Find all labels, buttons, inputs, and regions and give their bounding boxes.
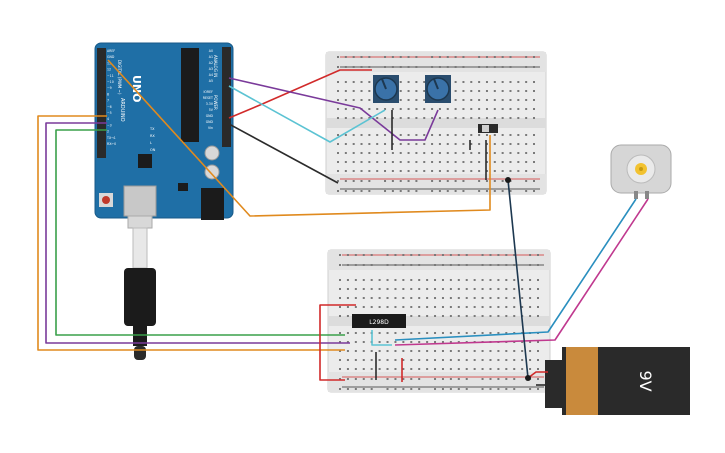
dc-motor[interactable] xyxy=(610,144,672,199)
power-pin-label: GND xyxy=(206,120,214,124)
power-pin-label: RESET xyxy=(203,96,213,100)
usb-cable xyxy=(124,215,156,360)
wire-red-battery[interactable] xyxy=(527,371,548,379)
digital-pin-label: ~3 xyxy=(107,123,112,127)
wire-purple-d10[interactable] xyxy=(45,122,350,344)
analog-pin-label: A3 xyxy=(209,67,213,71)
digital-pin-label: AREF xyxy=(107,49,115,53)
wire-orange-pin[interactable] xyxy=(107,59,491,217)
digital-pin-label: 13 xyxy=(107,61,111,65)
wire-blue-motor[interactable] xyxy=(394,198,637,341)
wire-cyan-bot[interactable] xyxy=(371,330,392,346)
wire-green-d11[interactable] xyxy=(55,129,345,336)
power-pin-label: 5V xyxy=(209,108,214,112)
board-brand: ARDUINO xyxy=(119,98,125,122)
wire-black-gnd-top[interactable] xyxy=(228,123,339,184)
potentiometer-2[interactable] xyxy=(425,75,451,103)
digital-pin-label: ~11 xyxy=(107,74,114,78)
analog-pin-label: A5 xyxy=(209,79,213,83)
power-pin-label: Vin xyxy=(208,126,213,130)
digital-pin-label: TX→1 xyxy=(106,136,116,140)
power-label: POWER xyxy=(213,95,218,110)
analog-pin-label: A0 xyxy=(209,49,213,53)
board-led-label: RX xyxy=(150,134,155,138)
usb-port xyxy=(123,185,157,217)
breadboard-bottom[interactable] xyxy=(327,249,551,393)
digital-label: DIGITAL (PWM ~) xyxy=(117,60,122,95)
battery-9v: 9V xyxy=(545,347,690,415)
board-model: UNO xyxy=(130,75,143,103)
board-led-label: TX xyxy=(149,127,155,131)
digital-pin-label: ~5 xyxy=(107,111,112,115)
digital-pin-label: GND xyxy=(107,55,115,59)
wire-junction xyxy=(505,177,511,183)
wire-red-bot-left[interactable] xyxy=(319,304,356,381)
digital-pin-label: ~9 xyxy=(107,86,112,90)
digital-pin-label: 7 xyxy=(107,99,109,103)
power-header[interactable] xyxy=(97,48,106,118)
wire-black-vertical-top[interactable] xyxy=(391,110,487,180)
board-led-label: L xyxy=(150,141,152,145)
wire-magenta-motor[interactable] xyxy=(394,198,649,346)
board-led-label: ON xyxy=(150,148,156,152)
battery-label: 9V xyxy=(636,370,655,391)
power-pin-label: 3.3V xyxy=(206,102,214,106)
chip-label: L298D xyxy=(369,319,389,326)
power-jack xyxy=(201,188,224,220)
digital-pin-label: ~6 xyxy=(107,105,112,109)
analog-pin-label: A2 xyxy=(209,61,213,65)
analog-label: ANALOG IN xyxy=(213,55,218,77)
reset-button[interactable] xyxy=(102,196,110,204)
digital-header[interactable] xyxy=(222,47,231,147)
potentiometer-1[interactable] xyxy=(373,75,399,103)
wire-purple-a0[interactable] xyxy=(228,77,439,141)
atmega-chip xyxy=(181,48,199,142)
wire-navy-switch[interactable] xyxy=(507,179,529,379)
wire-cyan-a1[interactable] xyxy=(228,85,386,143)
wire-orange-d9[interactable] xyxy=(37,115,345,351)
digital-pin-label: 4 xyxy=(107,117,109,121)
power-pin-label: IOREF xyxy=(203,90,213,94)
wire-junction xyxy=(525,375,531,381)
digital-pin-label: 8 xyxy=(107,92,109,96)
l298d-driver-chip: L298D xyxy=(352,314,406,328)
wire-red-5v-top[interactable] xyxy=(228,69,372,119)
digital-pin-label: 12 xyxy=(107,68,111,72)
digital-pin-label: RX←0 xyxy=(107,142,116,146)
digital-pin-label: ~10 xyxy=(107,80,114,84)
analog-pin-label: A1 xyxy=(209,55,213,59)
analog-pin-label: A4 xyxy=(209,73,213,77)
power-pin-label: GND xyxy=(206,114,214,118)
slide-switch[interactable] xyxy=(478,124,498,133)
breadboard-top[interactable] xyxy=(325,51,547,195)
digital-pin-label: 2 xyxy=(107,130,109,134)
